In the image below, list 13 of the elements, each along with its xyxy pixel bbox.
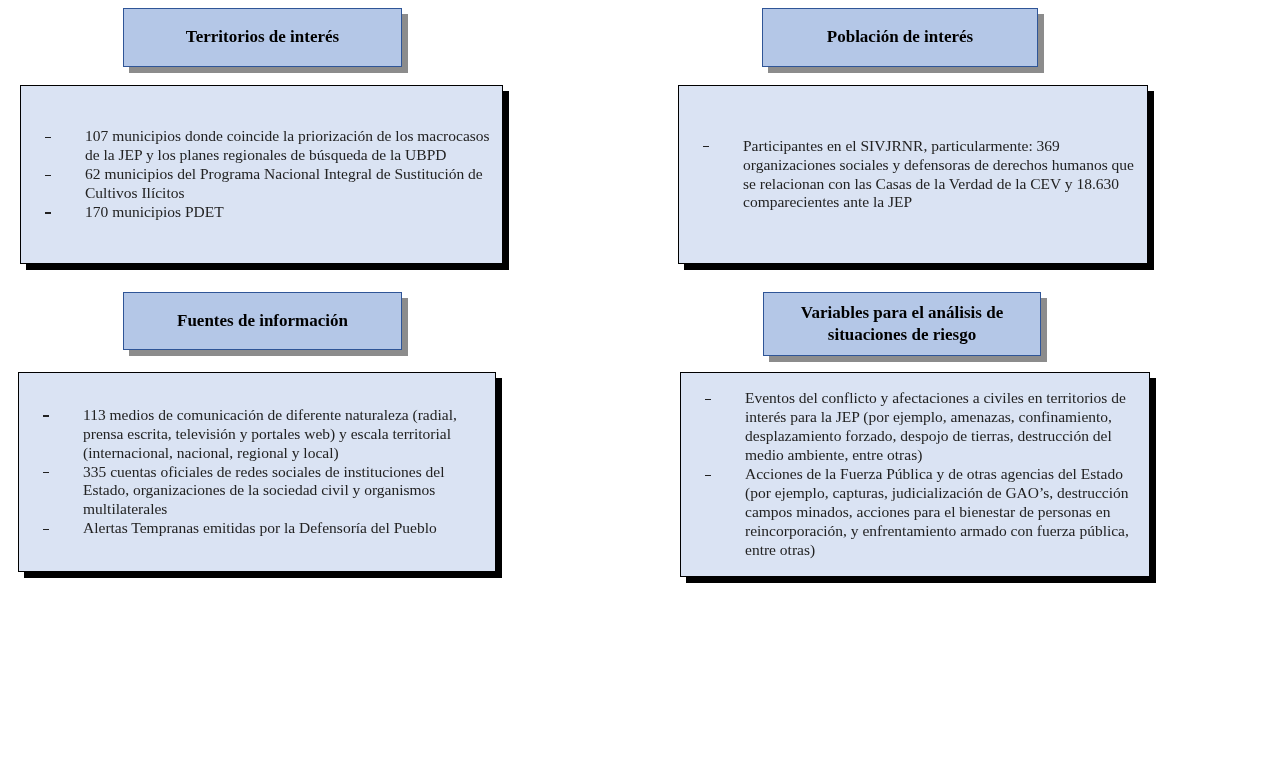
list-item-text: 107 municipios donde coincide la priorización de los macrocasos de la JEP y los planes regionales de búsqueda de la UBPD [85,127,491,166]
list-item-text: 62 municipios del Programa Nacional Integral de Sustitución de Cultivos Ilícitos [85,165,484,203]
list-item-text: Participantes en el SIVJRNR, particularmente: 369 organizaciones sociales y defensoras de derechos humanos que se relacionan con las Casas de la Verdad de la CEV y 18.630 comparecientes ante la JEP [743,136,1135,213]
heading-text: Población de interés [826,26,974,49]
heading-text: Fuentes de información [177,309,348,332]
list-item-text: Alertas Tempranas emitidas por la Defensoría del Pueblo [83,519,437,539]
list-item-text: Eventos del conflicto y afectaciones a civiles en territorios de interés para la JEP (por ejemplo, amenazas, confinamiento, desplazamiento forzado, despojo de tierras, destrucción del medio ambiente, entre otras) [745,389,1127,466]
list-item-text: 170 municipios PDET [85,202,224,222]
heading-text: Variables para el análisis de situaciones de riesgo [799,301,1005,346]
list-item-text: Acciones de la Fuerza Pública y de otras agencias del Estado (por ejemplo, capturas, judicialización de GAO’s, destrucción campos minados, acciones para el bienestar de personas en reincorporación, y enfrentamiento armado con fuerza pública, entre otras) [745,465,1130,560]
list-item-text: 113 medios de comunicación de diferente naturaleza (radial, prensa escrita, televisión y portales web) y escala territorial (internacional, nacional, regional y local) [83,405,458,463]
heading-text: Territorios de interés [185,26,340,49]
list-item-text: 335 cuentas oficiales de redes sociales de instituciones del Estado, organizaciones de la sociedad civil y organismos multilaterales [83,462,446,520]
